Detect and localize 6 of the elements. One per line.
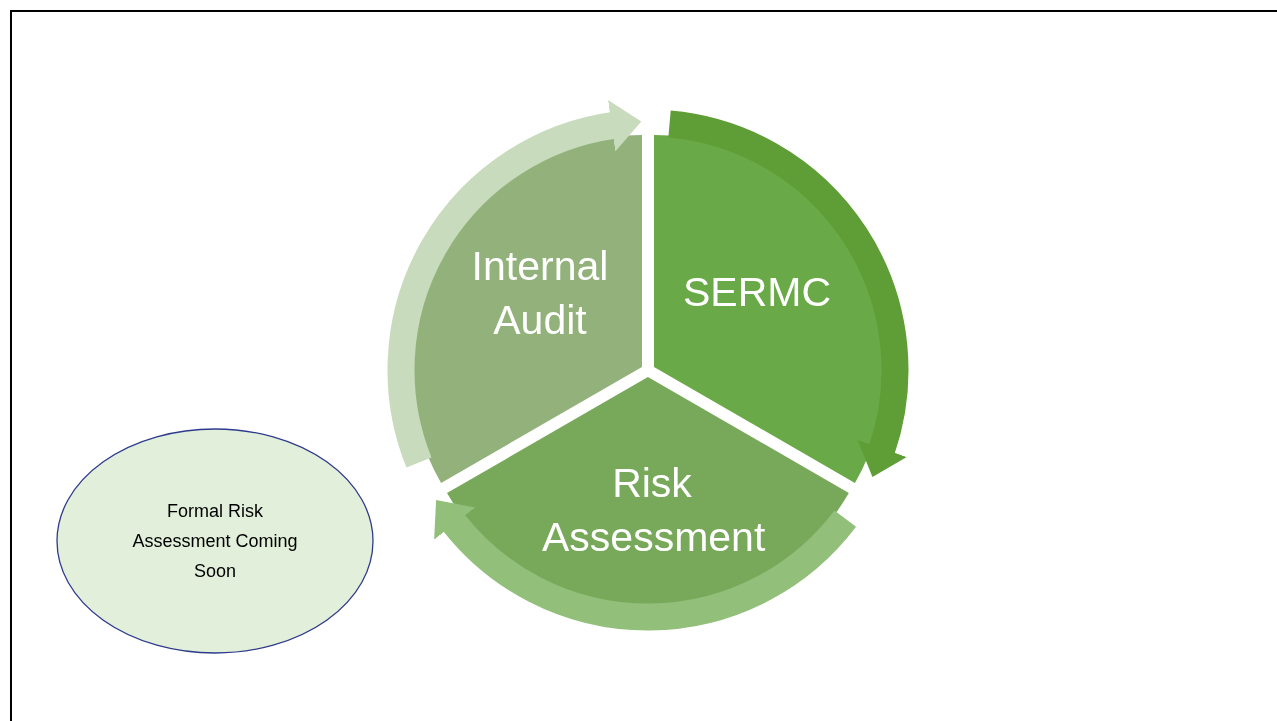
curved-arrow [387, 100, 642, 467]
segment-label: SERMC [681, 268, 832, 317]
curved-arrow [434, 501, 856, 631]
curved-arrow [667, 110, 909, 478]
note-text: Formal Risk Assessment Coming Soon [131, 500, 299, 583]
segment-label: Internal Audit [470, 242, 610, 345]
